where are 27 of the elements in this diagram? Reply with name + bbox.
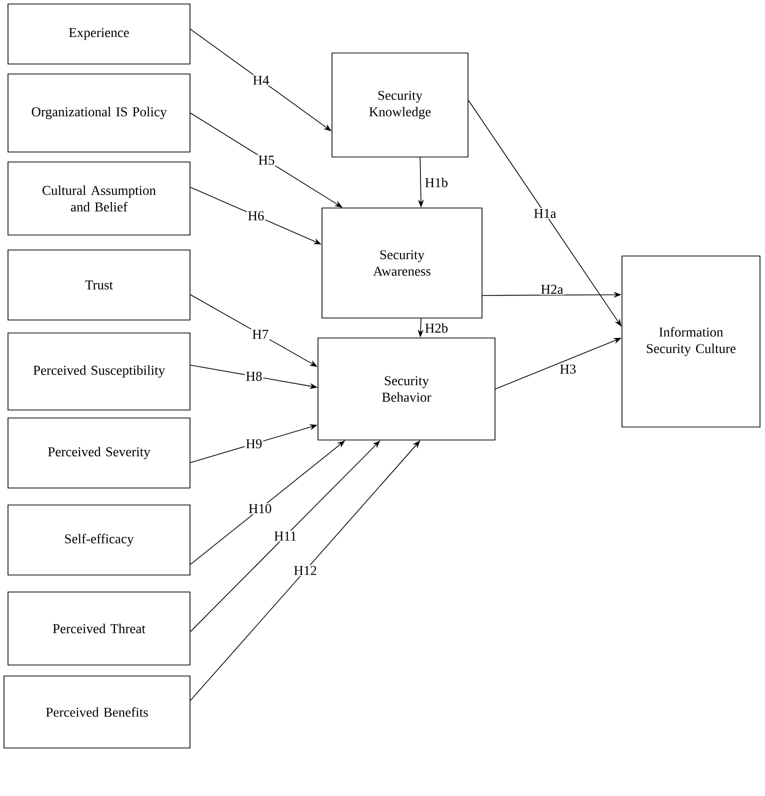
concept-box: Self-efficacy — [8, 504, 190, 576]
concept-box: Experience — [8, 4, 190, 64]
edge-label: H11 — [272, 530, 298, 542]
edge-label: H7 — [251, 328, 270, 340]
concept-box: Organizational IS Policy — [8, 74, 190, 152]
concept-box: Information Security Culture — [622, 256, 760, 428]
edge-label: H8 — [244, 370, 264, 382]
edge-label: H5 — [257, 154, 276, 166]
edge-label: H9 — [244, 438, 264, 450]
edge-label: H10 — [247, 503, 273, 514]
edge-label: H6 — [246, 210, 266, 222]
edge-label: H4 — [252, 74, 270, 86]
edge-label: H1b — [424, 176, 450, 188]
edge-label: H3 — [558, 364, 578, 375]
edge-label: H2a — [540, 284, 564, 295]
edge-label: H12 — [292, 565, 318, 576]
concept-box: Trust — [8, 250, 190, 320]
concept-box: Security Behavior — [318, 338, 496, 440]
concept-box: Cultural Assumption and Belief — [8, 162, 190, 236]
concept-box: Security Knowledge — [332, 52, 468, 158]
concept-box: Perceived Threat — [8, 592, 190, 666]
concept-box: Perceived Susceptibility — [8, 332, 190, 410]
edge-label: H2b — [424, 322, 450, 334]
concept-box: Perceived Benefits — [4, 676, 190, 748]
concept-box: Perceived Severity — [8, 418, 190, 488]
concept-box: Security Awareness — [322, 208, 482, 318]
edge-label: H1a — [532, 208, 558, 219]
